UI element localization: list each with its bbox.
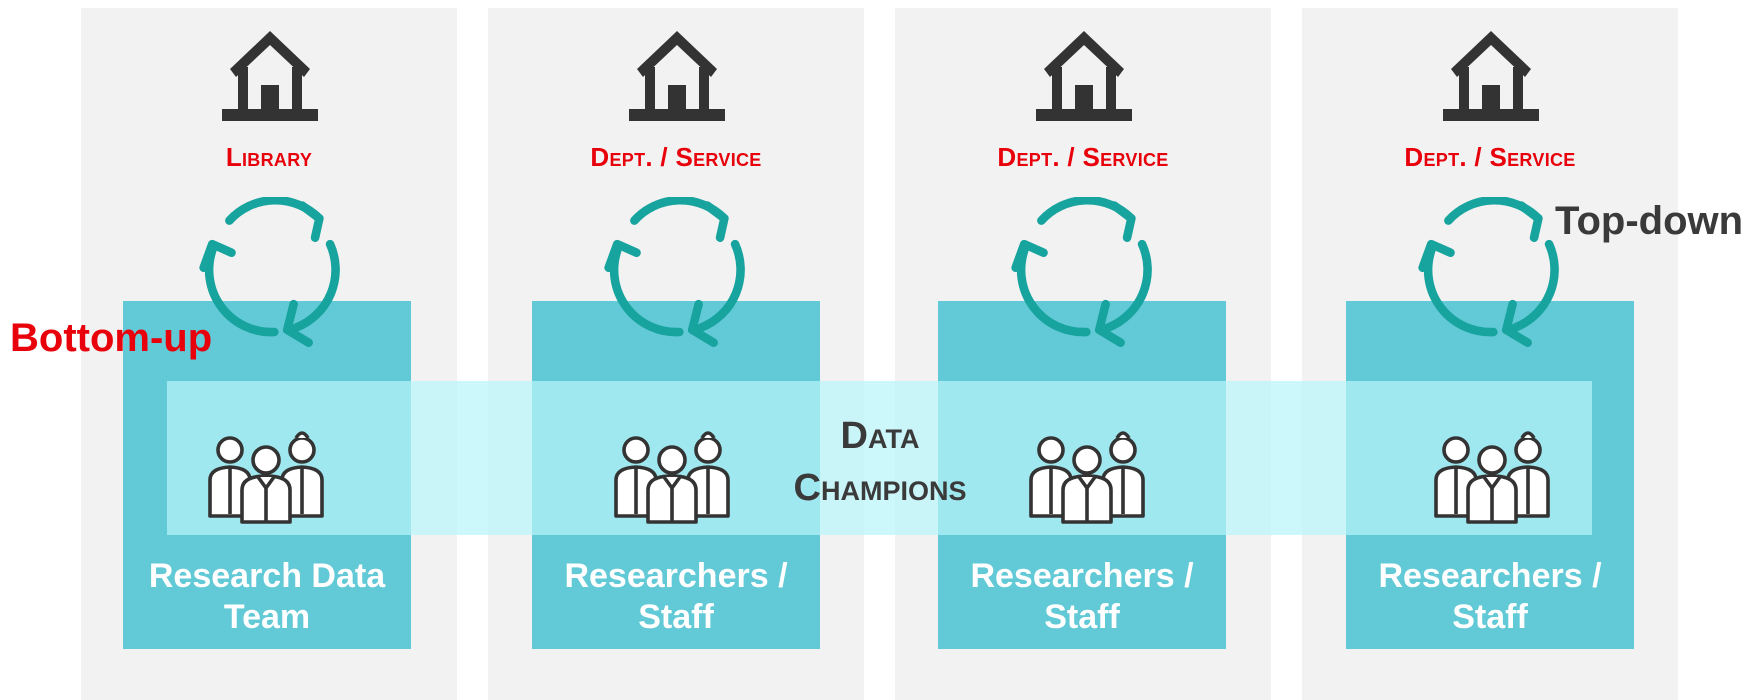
team-label-dept-1: Researchers / Staff	[564, 557, 788, 636]
team-label-dept-3: Researchers / Staff	[1378, 557, 1602, 636]
people-group-icon	[614, 431, 730, 524]
people-group-icon	[1434, 431, 1550, 524]
people-group-icon	[1029, 431, 1145, 524]
column-heading-dept-2: Dept. / Service	[997, 142, 1169, 172]
column-heading-library: Library	[225, 142, 313, 172]
team-label-dept-2: Researchers / Staff	[970, 557, 1194, 636]
column-heading-dept-1: Dept. / Service	[590, 142, 762, 172]
cycle-arrows-icon	[1008, 197, 1154, 347]
team-label-library: Research Data Team	[148, 557, 386, 636]
top-down-label: Top-down	[1555, 199, 1744, 243]
column-heading-dept-3: Dept. / Service	[1404, 142, 1576, 172]
house-icon	[629, 31, 725, 121]
cycle-arrows-icon	[196, 197, 342, 347]
data-champions-line-2: Champions	[793, 467, 967, 509]
house-icon	[1036, 31, 1132, 121]
house-icon	[222, 31, 318, 121]
data-champions-line-1: Data	[840, 415, 920, 457]
cycle-arrows-icon	[601, 197, 747, 347]
data-champions-band	[167, 381, 1592, 535]
cycle-arrows-icon	[1415, 197, 1561, 347]
data-champions-label: Data Champions	[740, 410, 1020, 514]
people-group-icon	[208, 431, 324, 524]
house-icon	[1443, 31, 1539, 121]
bottom-up-label: Bottom-up	[10, 316, 213, 360]
